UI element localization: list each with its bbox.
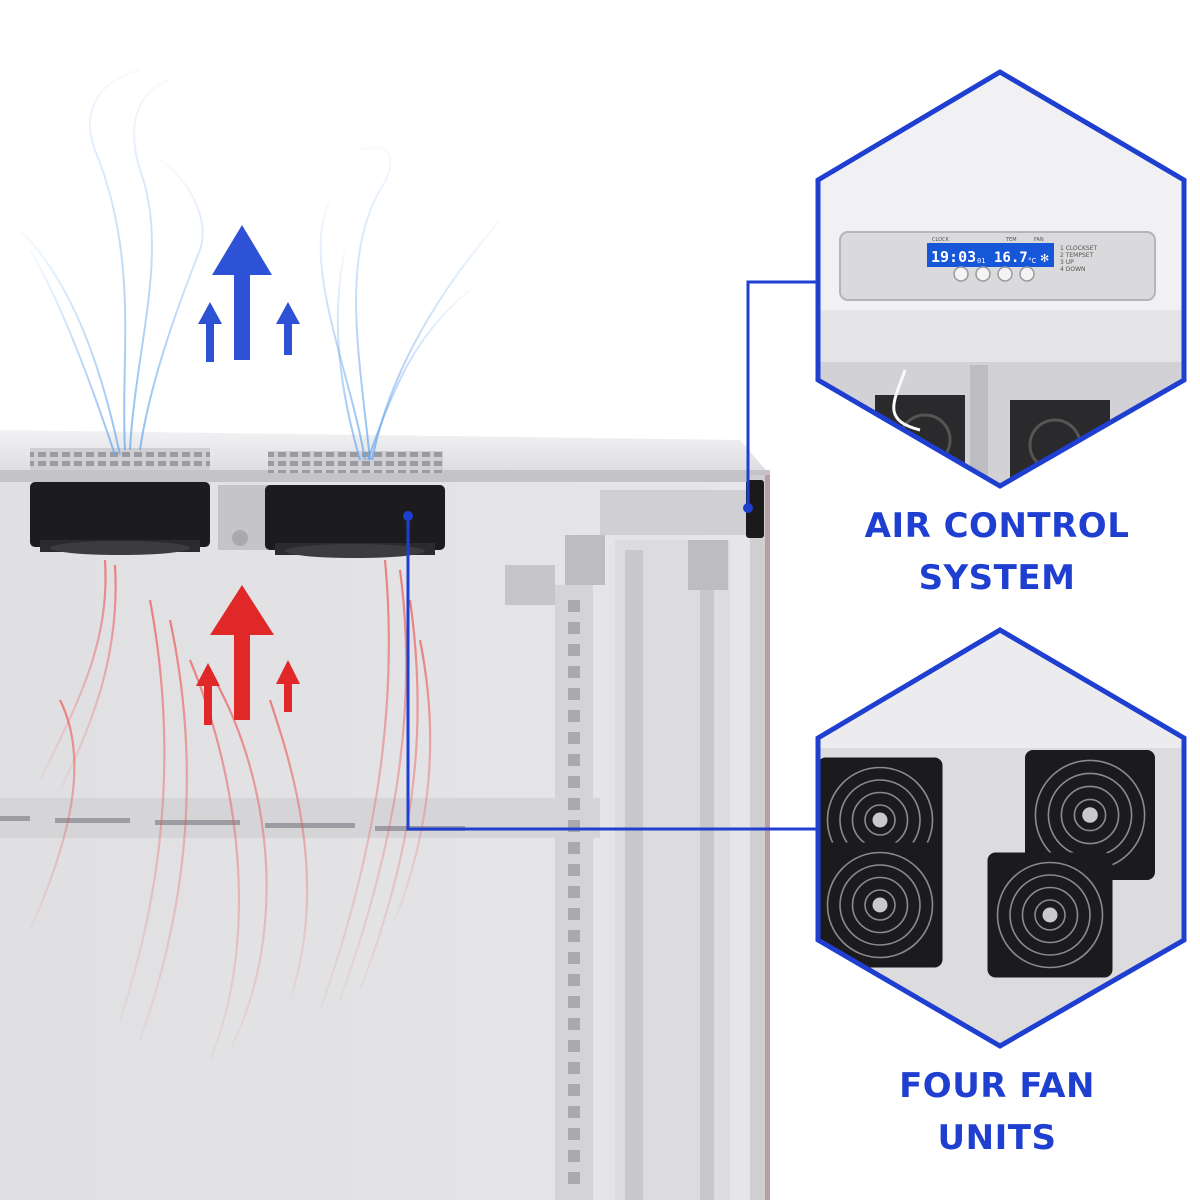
up-arrow-icon <box>198 302 222 362</box>
fan-units-closeup <box>815 627 1187 1049</box>
top-vent-grille <box>30 448 210 470</box>
air-control-label-line1: AIR CONTROL <box>864 506 1130 546</box>
up-arrow-icon <box>210 585 274 720</box>
fan-units-label-line1: FOUR FAN <box>899 1066 1095 1106</box>
up-button <box>997 266 1013 282</box>
lcd-display <box>927 243 1054 267</box>
controller-menu-item: 4 DOWN <box>1060 266 1086 273</box>
roof-fan-left <box>30 482 210 555</box>
exhaust-arrows <box>198 225 300 362</box>
controller-menu-item: 1 CLOCKSET <box>1060 245 1097 252</box>
air-control-label-line2: SYSTEM <box>918 558 1076 598</box>
down-button <box>1019 266 1035 282</box>
lcd-header-fan: FAN <box>1034 237 1044 243</box>
up-arrow-icon <box>196 663 220 725</box>
lcd-header-temp: TEM <box>1005 237 1017 243</box>
top-vent-grille <box>268 451 443 473</box>
callout-connectors <box>406 280 820 831</box>
intake-arrows <box>196 585 300 725</box>
controller-edge <box>746 480 764 538</box>
controller-menu-item: 3 UP <box>1060 259 1074 266</box>
fan-unit <box>987 852 1113 978</box>
lcd-clock: 19:03 <box>931 248 976 266</box>
roof-fan-right <box>265 485 445 558</box>
air-control-label: AIR CONTROL SYSTEM <box>817 500 1177 604</box>
network-cabinet <box>0 430 770 1200</box>
air-control-closeup: 19:03 01 16.7 °C ✻ CLOCK TEM FAN 1 CLOCK… <box>815 69 1187 489</box>
tempset-button <box>975 266 991 282</box>
fan-units-label: FOUR FAN UNITS <box>817 1060 1177 1164</box>
warm-air-flow <box>28 559 432 1061</box>
up-arrow-icon <box>212 225 272 360</box>
lcd-header-clock: CLOCK <box>932 237 950 243</box>
cool-air-flow <box>19 69 501 461</box>
clockset-button <box>953 266 969 282</box>
fan-units-label-line2: UNITS <box>937 1118 1057 1158</box>
controller-buttons <box>953 266 1035 282</box>
up-arrow-icon <box>276 302 300 355</box>
fan-unit <box>818 842 943 968</box>
lcd-clock-suffix: 01 <box>977 257 985 265</box>
lcd-temperature: 16.7 <box>994 250 1028 266</box>
controller-menu-item: 2 TEMPSET <box>1060 252 1094 259</box>
lcd-temperature-unit: °C <box>1028 257 1037 265</box>
fan-icon: ✻ <box>1040 252 1049 265</box>
up-arrow-icon <box>276 660 300 712</box>
